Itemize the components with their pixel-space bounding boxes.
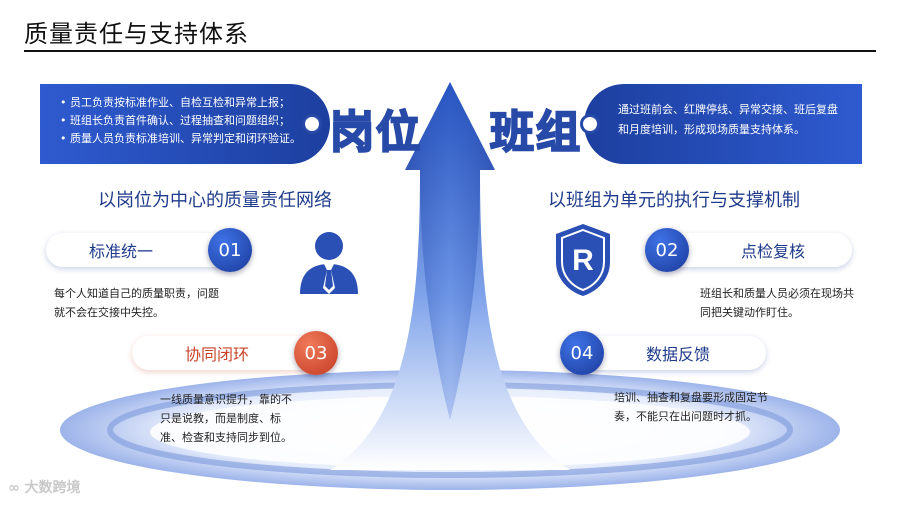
duty-bullet: 员工负责按标准作业、自检互检和异常上报；	[60, 94, 330, 112]
item-01-description: 每个人知道自己的质量职责，问题就不会在交接中失控。	[54, 287, 219, 319]
item-02-pill: 点检复核	[664, 233, 852, 267]
title-divider	[24, 50, 876, 52]
item-01-number: 01	[208, 228, 252, 272]
connector-dot	[580, 114, 600, 134]
item-03-description: 一线质量意识提升，靠的不只是说教，而是制度、标准、检查和支持同步到位。	[160, 393, 292, 444]
item-02-description: 班组长和质量人员必须在现场共同把关键动作盯住。	[700, 287, 854, 319]
item-04-description: 培训、抽查和复盘要形成固定节奏，不能只在出问题时才抓。	[614, 391, 768, 423]
item-03-pill: 协同闭环	[132, 336, 322, 370]
item-03-label: 协同闭环	[184, 345, 249, 364]
logo-icon: ∞	[8, 480, 25, 496]
logo-text: 大数跨境	[24, 480, 81, 496]
item-04-label: 数据反馈	[645, 345, 710, 364]
page-title: 质量责任与支持体系	[24, 20, 249, 48]
item-01-label: 标准统一	[88, 242, 153, 261]
right-section-heading: 以班组为单元的执行与支撑机制	[548, 190, 800, 211]
item-02-label: 点检复核	[740, 242, 805, 261]
shield-icon: R	[556, 224, 610, 296]
item-04-number: 04	[560, 331, 604, 375]
shield-letter: R	[572, 244, 594, 277]
position-duties-panel: 员工负责按标准作业、自检互检和异常上报； 班组长负责首件确认、过程抽查和问题组织…	[40, 84, 330, 164]
item-03-number: 03	[294, 331, 338, 375]
person-icon	[300, 232, 358, 294]
team-keyword: 班组	[489, 106, 582, 159]
team-support-panel: 通过班前会、红牌停线、异常交接、班后复盘和月度培训，形成现场质量支持体系。	[584, 84, 862, 164]
position-keyword: 岗位	[329, 106, 422, 159]
team-support-text: 通过班前会、红牌停线、异常交接、班后复盘和月度培训，形成现场质量支持体系。	[618, 103, 838, 136]
item-04-pill: 数据反馈	[580, 336, 766, 370]
connector-dot	[302, 114, 322, 134]
duty-bullet: 班组长负责首件确认、过程抽查和问题组织；	[60, 112, 330, 130]
item-01-pill: 标准统一	[46, 233, 236, 267]
left-section-heading: 以岗位为中心的质量责任网络	[98, 190, 332, 211]
brand-logo: ∞ 大数跨境	[8, 477, 81, 497]
item-02-number: 02	[645, 228, 689, 272]
duty-bullet: 质量人员负责标准培训、异常判定和闭环验证。	[60, 130, 330, 148]
